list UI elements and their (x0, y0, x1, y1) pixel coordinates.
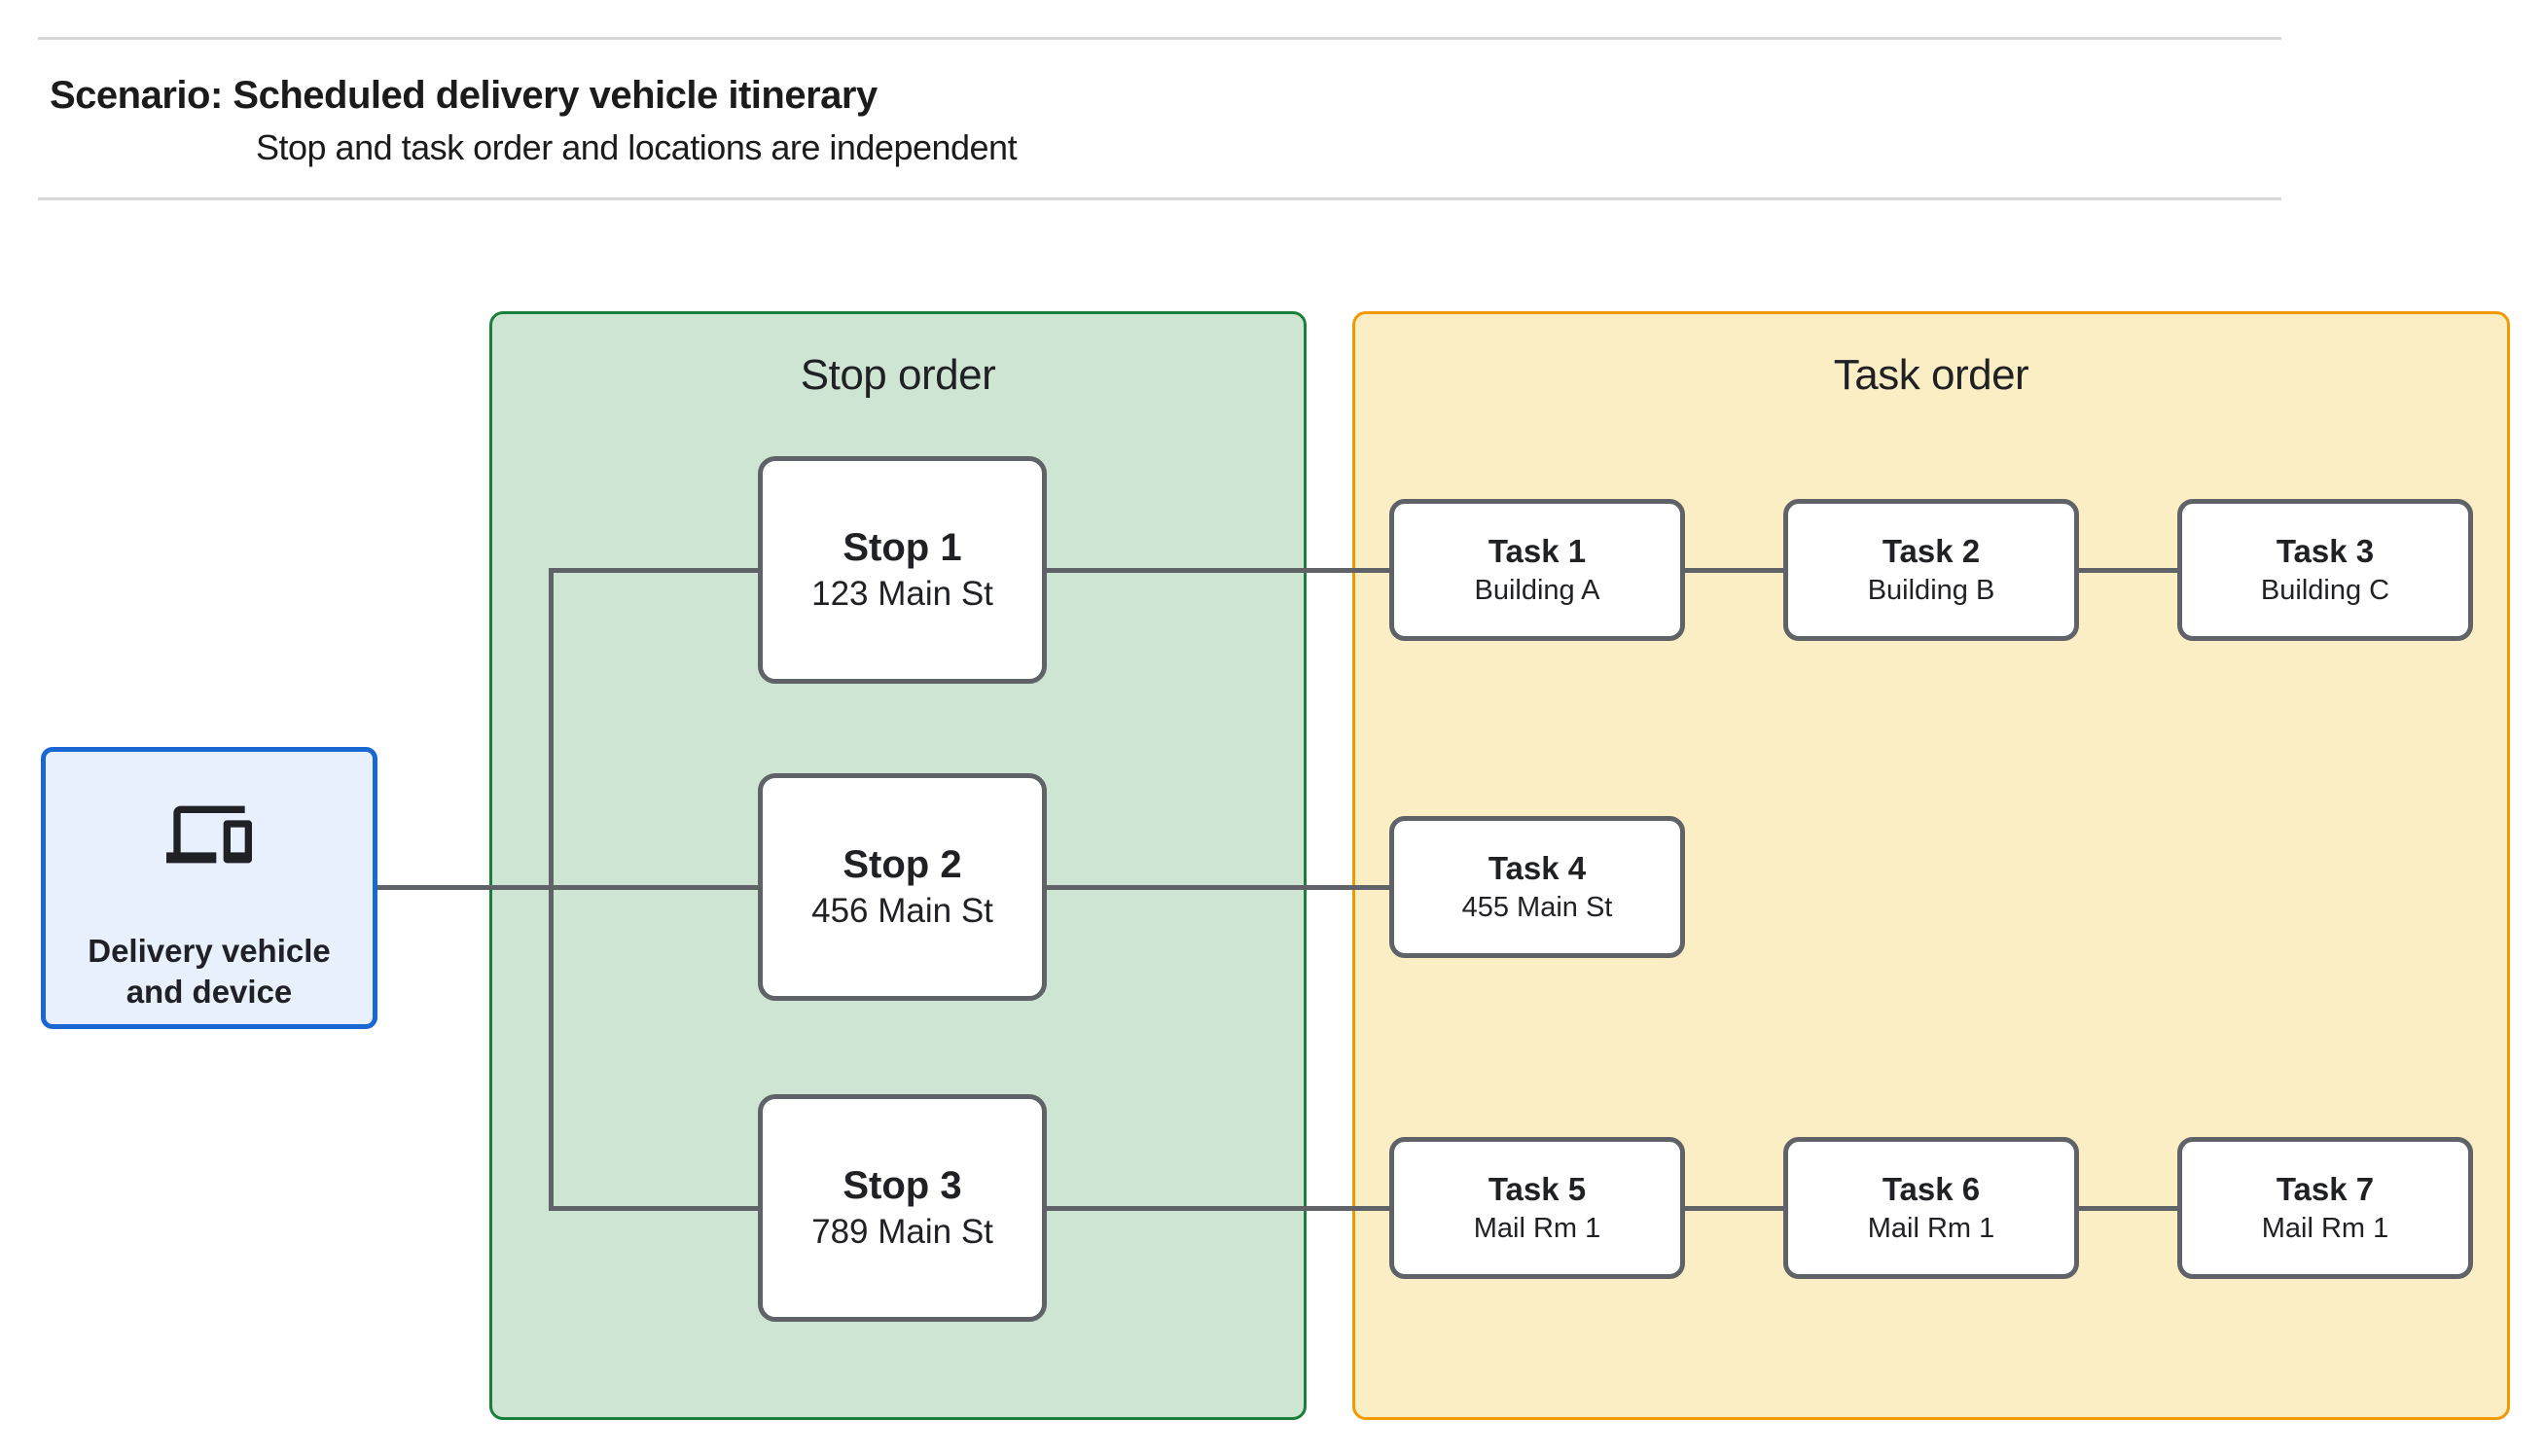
connector-task1-to-task2 (1685, 568, 1783, 573)
stop-name: Stop 1 (843, 526, 962, 570)
devices-icon (166, 805, 252, 864)
top-divider (38, 37, 2281, 40)
header-divider (38, 197, 2281, 200)
task-location: Building C (2260, 574, 2390, 606)
connector-task6-to-task7 (2079, 1206, 2177, 1211)
connector-task5-to-task6 (1685, 1206, 1783, 1211)
stop-location: 123 Main St (811, 575, 993, 614)
delivery-vehicle-label: Delivery vehicle and device (88, 933, 331, 1010)
task-name: Task 6 (1882, 1170, 1981, 1207)
task-node-5: Task 5 Mail Rm 1 (1389, 1137, 1685, 1279)
task-location: Mail Rm 1 (2261, 1212, 2389, 1244)
task-name: Task 4 (1488, 849, 1587, 886)
task-node-7: Task 7 Mail Rm 1 (2177, 1137, 2473, 1279)
stop-order-panel-title: Stop order (800, 351, 996, 399)
stop-node-1: Stop 1 123 Main St (758, 456, 1047, 684)
task-name: Task 3 (2276, 532, 2375, 569)
stop-node-3: Stop 3 789 Main St (758, 1094, 1047, 1322)
connector-trunk-to-stop1 (551, 568, 758, 573)
task-order-panel-title: Task order (1833, 351, 2029, 399)
task-location: Building B (1867, 574, 1995, 606)
task-location: 455 Main St (1461, 891, 1613, 923)
task-name: Task 2 (1882, 532, 1981, 569)
connector-trunk (549, 568, 554, 1211)
connector-trunk-to-stop3 (551, 1206, 758, 1211)
task-location: Building A (1474, 574, 1600, 606)
stop-name: Stop 2 (843, 843, 962, 887)
stop-location: 789 Main St (811, 1213, 993, 1252)
stop-name: Stop 3 (843, 1164, 962, 1208)
delivery-vehicle-node: Delivery vehicle and device (41, 747, 377, 1029)
task-node-1: Task 1 Building A (1389, 499, 1685, 641)
task-node-4: Task 4 455 Main St (1389, 816, 1685, 958)
page-title: Scenario: Scheduled delivery vehicle iti… (50, 74, 878, 117)
stop-node-2: Stop 2 456 Main St (758, 773, 1047, 1001)
task-node-6: Task 6 Mail Rm 1 (1783, 1137, 2079, 1279)
task-name: Task 7 (2276, 1170, 2375, 1207)
task-node-3: Task 3 Building C (2177, 499, 2473, 641)
task-name: Task 1 (1488, 532, 1587, 569)
page-subtitle: Stop and task order and locations are in… (256, 127, 1018, 167)
task-node-2: Task 2 Building B (1783, 499, 2079, 641)
task-name: Task 5 (1488, 1170, 1587, 1207)
task-location: Mail Rm 1 (1473, 1212, 1601, 1244)
connector-stop1-to-task1 (1047, 568, 1389, 573)
connector-stop3-to-task5 (1047, 1206, 1389, 1211)
connector-device-to-stop2 (377, 885, 758, 890)
connector-task2-to-task3 (2079, 568, 2177, 573)
stop-location: 456 Main St (811, 892, 993, 931)
connector-stop2-to-task4 (1047, 885, 1389, 890)
task-location: Mail Rm 1 (1867, 1212, 1995, 1244)
